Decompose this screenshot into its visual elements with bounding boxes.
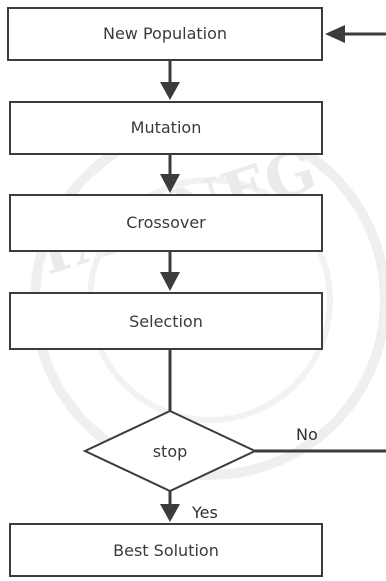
node-crossover: Crossover — [9, 194, 323, 252]
node-stop-decision: stop — [82, 409, 258, 493]
node-crossover-label: Crossover — [126, 213, 206, 232]
edge-crossover-to-selection — [160, 251, 180, 291]
node-new-population-label: New Population — [103, 24, 227, 43]
node-mutation: Mutation — [9, 101, 323, 155]
edge-stop-to-best-solution — [160, 491, 180, 522]
node-best-solution: Best Solution — [9, 523, 323, 577]
node-mutation-label: Mutation — [131, 118, 202, 137]
edge-no-loop — [255, 25, 386, 453]
edge-label-yes: Yes — [191, 503, 218, 522]
node-best-solution-label: Best Solution — [113, 541, 219, 560]
edge-label-no: No — [296, 425, 318, 444]
edge-mutation-to-crossover — [160, 154, 180, 193]
edge-new-population-to-mutation — [160, 60, 180, 100]
node-new-population: New Population — [7, 7, 323, 61]
node-selection-label: Selection — [129, 312, 203, 331]
node-selection: Selection — [9, 292, 323, 350]
node-stop-label: stop — [153, 442, 188, 461]
